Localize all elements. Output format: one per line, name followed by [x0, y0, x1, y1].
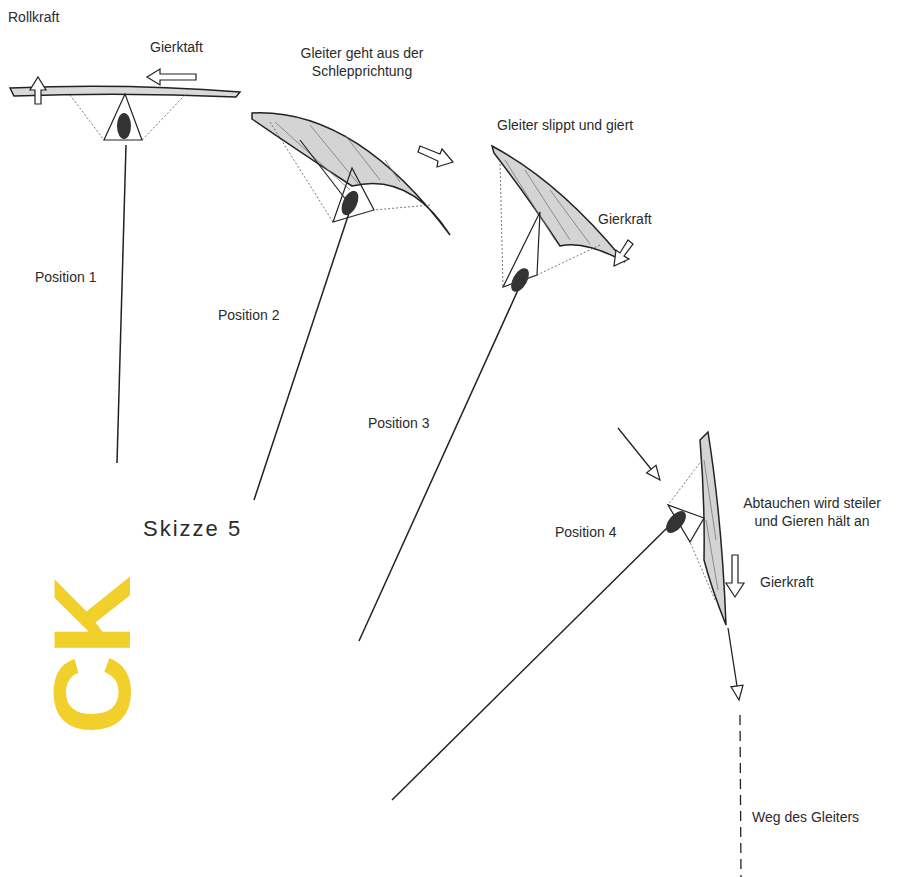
- glider-path: [728, 628, 743, 877]
- force-label: Gierkraft: [598, 210, 652, 228]
- path-label: Weg des Gleiters: [752, 808, 859, 826]
- force-label: Gierkraft: [760, 573, 814, 591]
- position-label: Position 3: [368, 414, 429, 432]
- note: Abtauchen wird steiler und Gieren hält a…: [733, 494, 891, 530]
- sideslip-arrow: [418, 146, 453, 167]
- figure-caption: Skizze 5: [143, 516, 242, 542]
- motion-arrow: [618, 428, 660, 480]
- position-label: Position 1: [35, 268, 96, 286]
- note: Gleiter geht aus der Schlepprichtung: [282, 44, 442, 80]
- glider-position-1: [10, 86, 240, 140]
- yaw-arrow: [614, 240, 633, 266]
- position-label: Position 2: [218, 306, 279, 324]
- tow-lines: [117, 145, 670, 800]
- note: Gleiter slippt und giert: [497, 116, 633, 134]
- position-label: Position 4: [555, 523, 616, 541]
- force-label: Gierktaft: [150, 38, 203, 56]
- yaw-arrow: [726, 555, 744, 597]
- glider-position-2: [252, 113, 450, 235]
- yaw-arrow: [147, 69, 196, 85]
- watermark: CK: [37, 576, 147, 735]
- force-label: Rollkraft: [8, 8, 59, 26]
- roll-arrow: [30, 77, 46, 104]
- glider-position-4: [662, 432, 726, 625]
